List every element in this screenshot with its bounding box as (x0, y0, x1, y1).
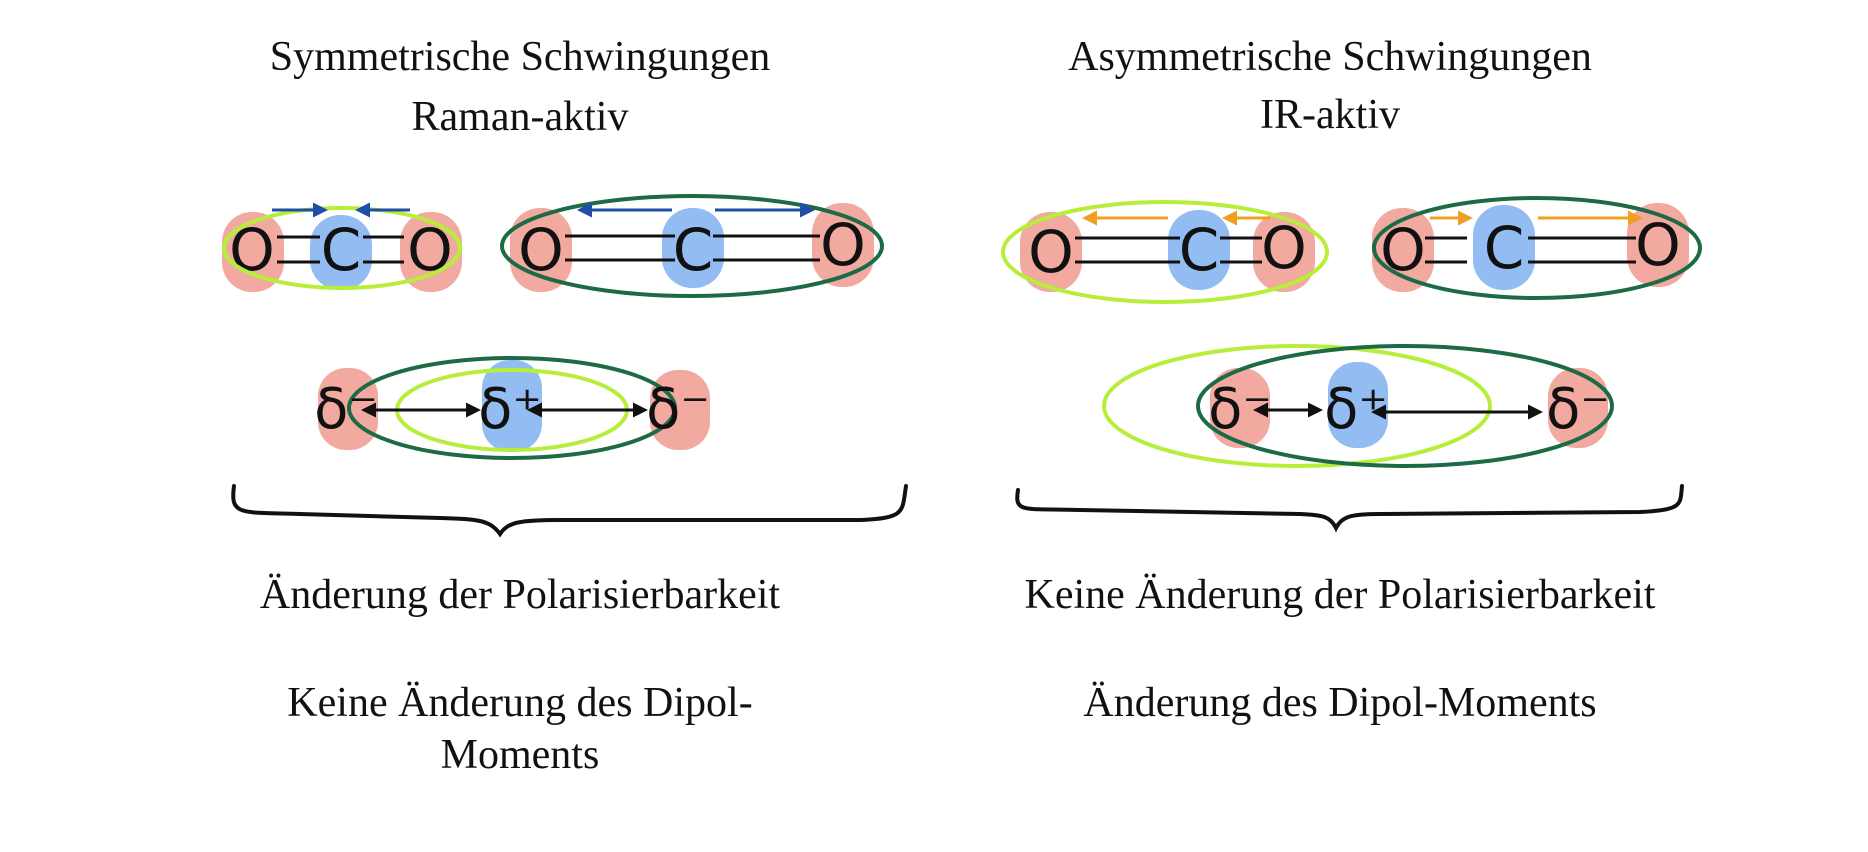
right-subheading: IR-aktiv (1260, 92, 1400, 138)
oxygen-label: O (1028, 218, 1074, 286)
carbon-blob (310, 215, 372, 290)
oxygen-blob (222, 212, 284, 292)
carbon-blob (662, 208, 724, 288)
polarizability-ellipse (222, 206, 462, 290)
left-molecule-2: O C O (500, 194, 884, 298)
carbon-label: C (673, 216, 714, 284)
oxygen-blob (1020, 212, 1082, 292)
carbon-blob (1168, 210, 1230, 290)
left-dipole-label-line2: Moments (440, 732, 600, 778)
right-curly-brace (1015, 484, 1684, 533)
right-dipole-label: Änderung des Dipol-Moments (1083, 680, 1597, 726)
left-subheading: Raman-aktiv (411, 94, 629, 140)
oxygen-blob (400, 212, 462, 292)
left-dipole-row: δ⁻ δ⁺ δ⁻ (314, 356, 710, 460)
carbon-blob (1473, 205, 1535, 290)
polarizability-ellipse (1372, 196, 1702, 300)
right-heading: Asymmetrische Schwingungen (1068, 34, 1592, 80)
delta-minus-label: δ⁻ (646, 377, 710, 442)
oxygen-blob (1253, 212, 1315, 292)
oxygen-blob (1548, 368, 1608, 448)
oxygen-blob (1210, 368, 1270, 448)
carbon-label: C (1484, 214, 1525, 282)
oxygen-label: O (518, 216, 564, 284)
left-heading: Symmetrische Schwingungen (269, 34, 771, 80)
carbon-blob (1328, 362, 1388, 448)
polarizability-ellipse (1196, 344, 1614, 468)
delta-minus-label: δ⁻ (1546, 377, 1610, 442)
left-dipole-label-line1: Keine Änderung des Dipol- (287, 680, 753, 726)
right-dipole-row: δ⁻ δ⁺ δ⁻ (1102, 344, 1614, 468)
polarizability-ellipse (500, 194, 884, 298)
left-molecule-1: O C O (222, 202, 462, 292)
right-polarizability-label: Keine Änderung der Polarisierbarkeit (1024, 572, 1656, 618)
left-polarizability-label: Änderung der Polarisierbarkeit (259, 572, 781, 618)
polarizability-ellipse (1102, 344, 1492, 468)
polarizability-ellipse (347, 356, 677, 460)
right-molecule-2: O C O (1372, 196, 1702, 300)
right-molecule-1: O C O (1001, 200, 1329, 304)
carbon-label: C (321, 216, 362, 284)
delta-plus-label: δ⁺ (1324, 377, 1388, 442)
left-curly-brace (231, 484, 908, 538)
carbon-label: C (1179, 216, 1220, 284)
polarizability-ellipse (1001, 200, 1329, 304)
carbon-blob (482, 360, 542, 452)
